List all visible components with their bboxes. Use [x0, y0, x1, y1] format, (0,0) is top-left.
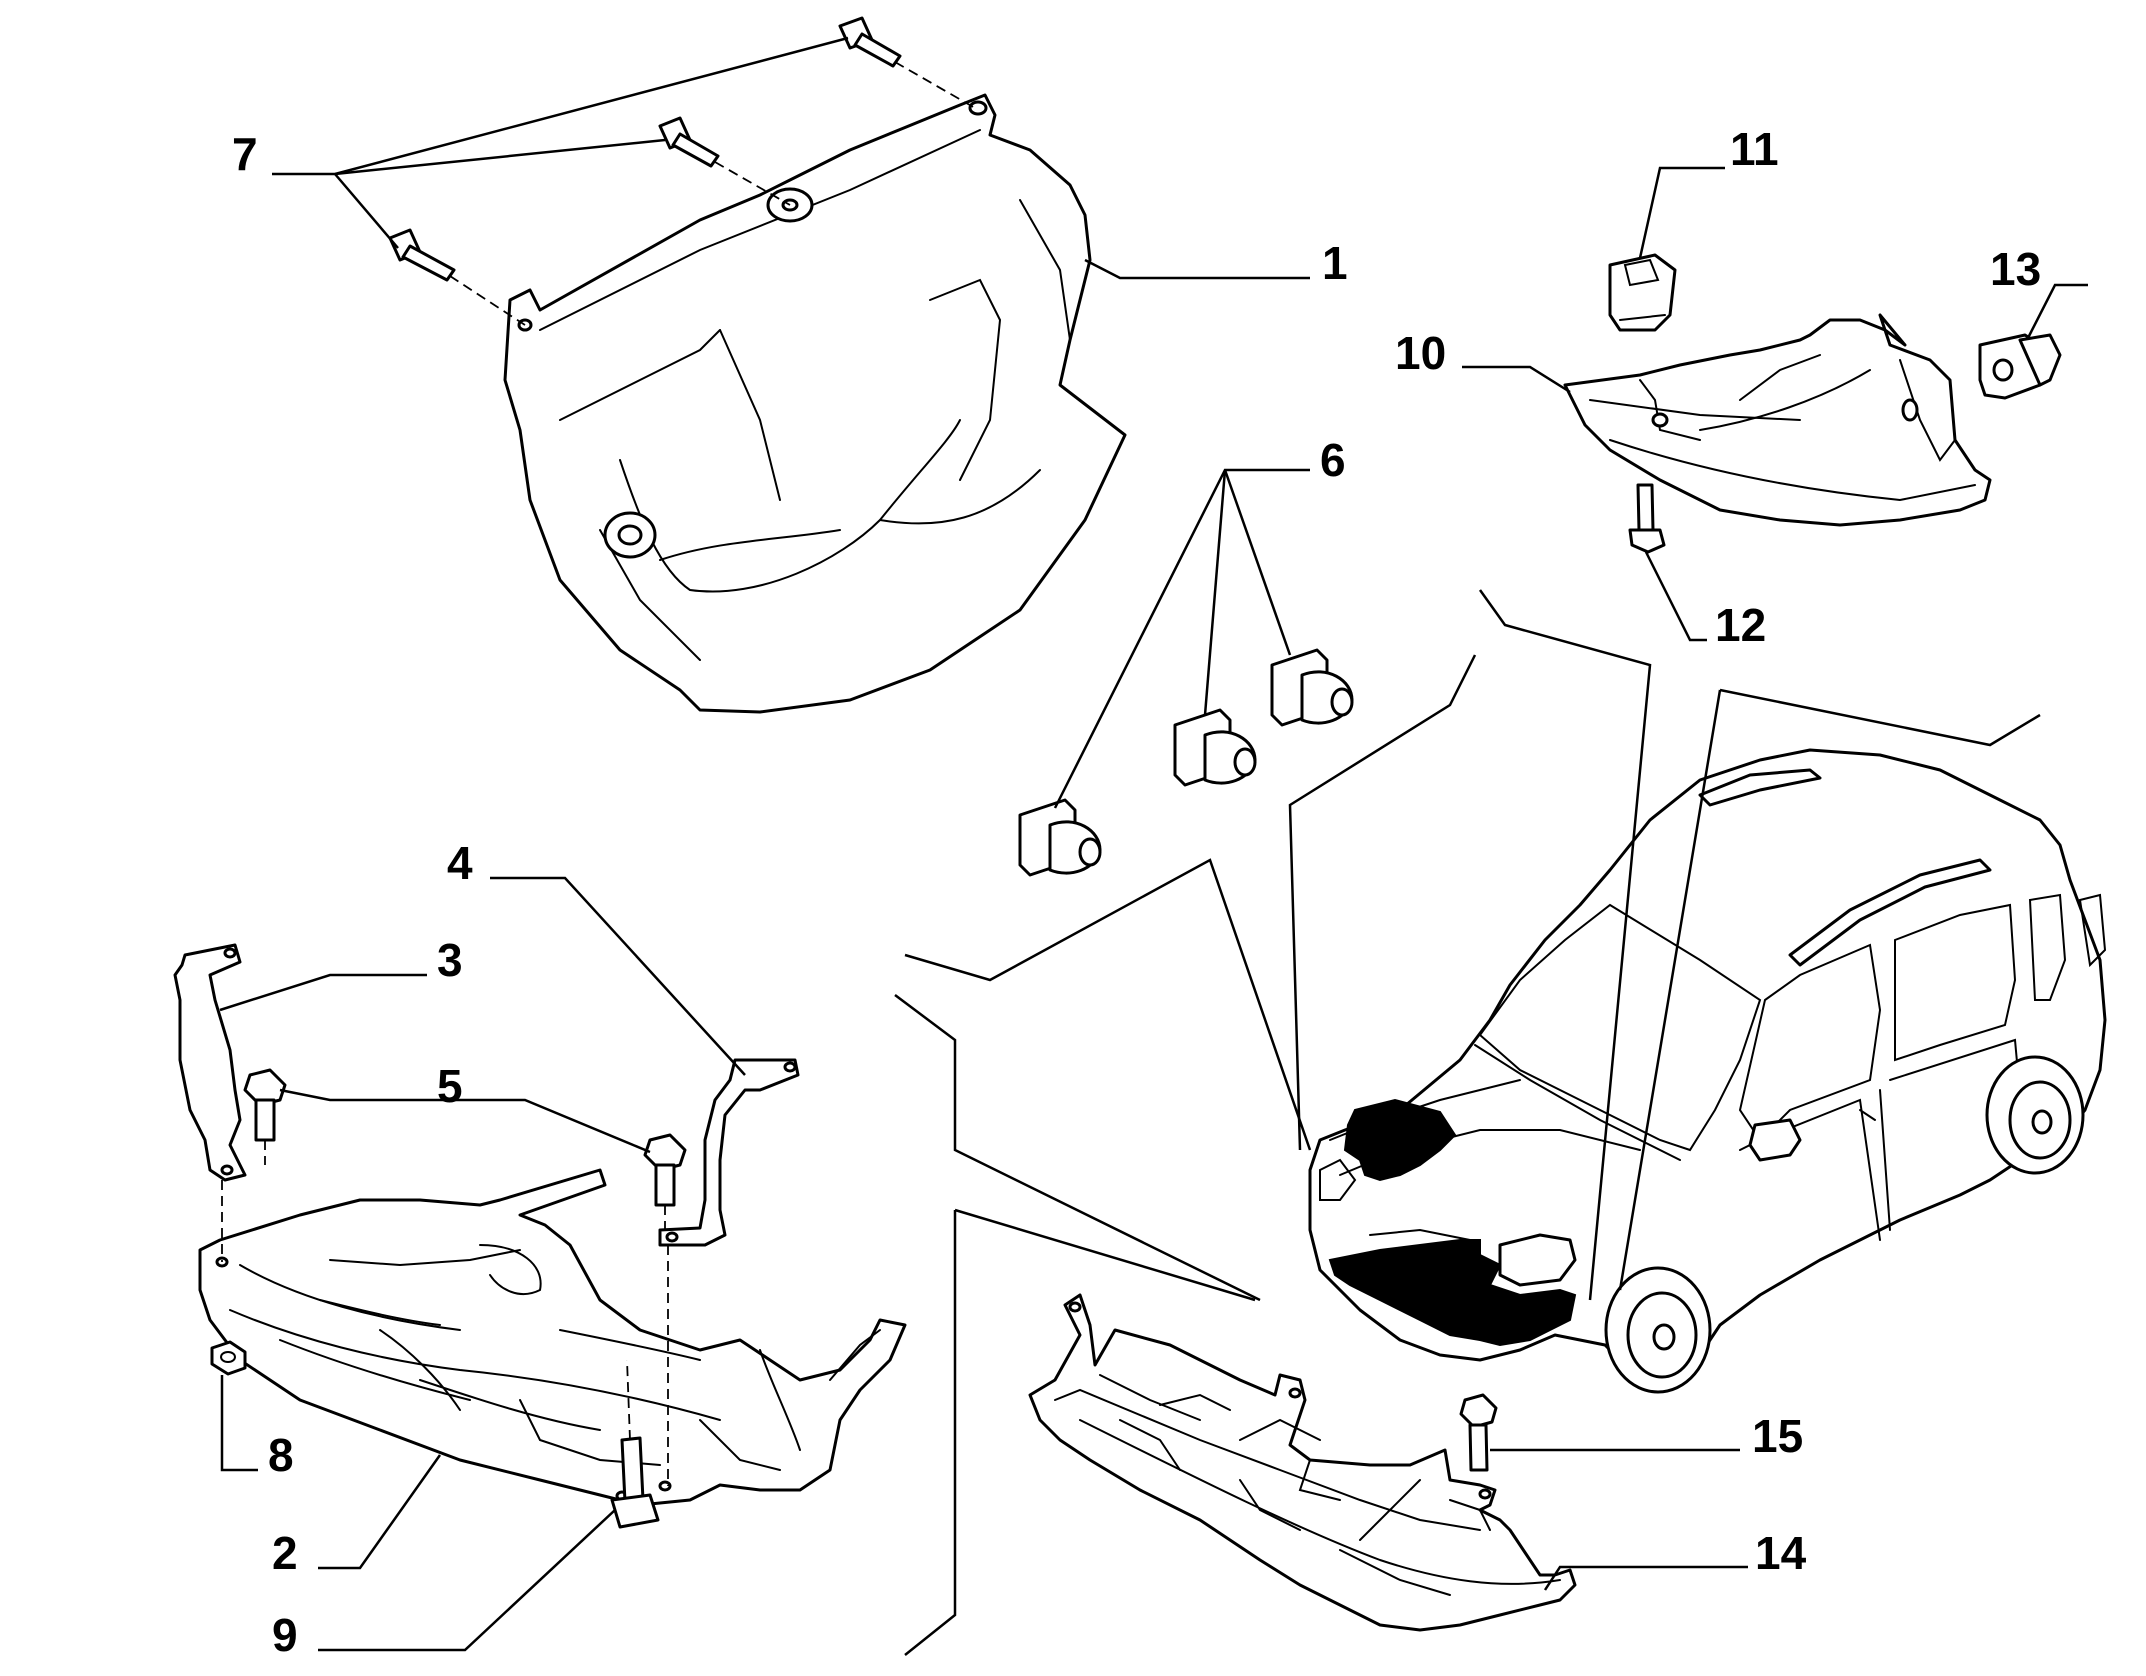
- context-lines: [894, 589, 2041, 1656]
- car-overview: [1308, 748, 2107, 1394]
- callout-9: 9: [272, 1609, 298, 1661]
- part-13-clip: [1978, 333, 2062, 400]
- callout-13: 13: [1990, 243, 2042, 295]
- callout-11: 11: [1730, 123, 1779, 175]
- callout-leaders: [219, 36, 2088, 1652]
- callout-3: 3: [437, 934, 463, 986]
- part-9-bolt: [610, 1436, 660, 1529]
- part-3-bracket: [173, 943, 247, 1182]
- part-14-front-cover: [1028, 1293, 1577, 1632]
- callout-7: 7: [232, 128, 258, 180]
- callout-2: 2: [272, 1527, 298, 1579]
- callout-4: 4: [447, 837, 473, 889]
- callout-15: 15: [1752, 1410, 1804, 1462]
- callout-8: 8: [268, 1429, 294, 1481]
- part-11-clip: [1608, 253, 1677, 332]
- callout-14: 14: [1755, 1527, 1807, 1579]
- callout-12: 12: [1715, 599, 1767, 651]
- part-5-bolts: [243, 1068, 687, 1230]
- callout-1: 1: [1322, 237, 1348, 289]
- part-1-heat-shield: [503, 93, 1127, 714]
- part-4-bracket: [658, 1058, 800, 1247]
- callout-5: 5: [437, 1060, 463, 1112]
- part-10-bracket: [1563, 313, 1992, 527]
- part-6-mounts: [1018, 648, 1354, 877]
- part-8-nut: [210, 1340, 247, 1376]
- part-15-bolt: [1459, 1393, 1498, 1472]
- callout-10: 10: [1395, 327, 1447, 379]
- part-12-bolt: [1628, 483, 1666, 554]
- part-7-bolts: [388, 16, 976, 326]
- part-2-under-tray: [198, 1168, 907, 1507]
- callout-6: 6: [1320, 434, 1346, 486]
